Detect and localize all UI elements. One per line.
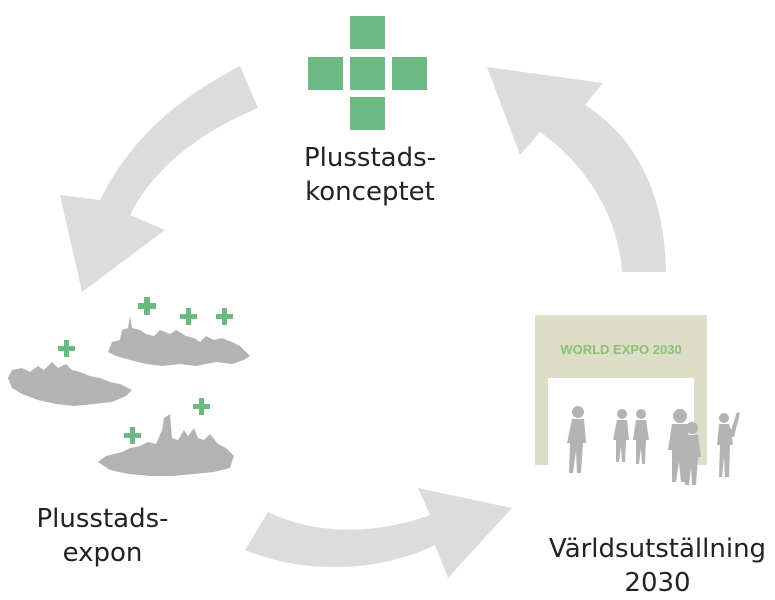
plus-mark-4 (58, 340, 75, 357)
node-label-line: Plusstads- (36, 504, 169, 534)
plus-cross-square-bottom (350, 97, 385, 130)
plus-cross-square-top (350, 16, 385, 49)
visitor-figure (682, 422, 701, 485)
plus-mark-3 (216, 308, 233, 325)
cycle-arrow-right-to-top (487, 67, 666, 272)
plus-mark-5 (193, 398, 210, 415)
gate-sign: WORLD EXPO 2030 (560, 342, 681, 357)
visitor-figure (613, 409, 629, 462)
plus-mark-2 (180, 308, 197, 325)
world-expo-gate-icon: WORLD EXPO 2030 (535, 315, 740, 485)
node-label-line: expon (62, 538, 143, 568)
city-skyline-middle (8, 362, 132, 406)
city-skyline-lower (98, 414, 234, 476)
node-label-line: 2030 (624, 568, 691, 598)
node-label-plusstads-konceptet: Plusstads- konceptet (290, 141, 450, 209)
node-label-varldsutstallning: Världsutställning 2030 (545, 532, 770, 600)
node-label-plusstads-expon: Plusstads- expon (20, 502, 185, 570)
cycle-diagram: WORLD EXPO 2030 (8, 16, 740, 578)
visitor-figure (567, 406, 586, 473)
plus-mark-1 (138, 297, 156, 315)
plus-cross-square-right (392, 57, 427, 90)
cycle-arrow-top-to-left (60, 66, 258, 292)
cycle-arrow-left-to-right (245, 488, 512, 578)
plus-cross-square-center (350, 57, 385, 90)
node-label-line: konceptet (305, 177, 435, 207)
city-skyline-upper (108, 316, 250, 366)
plus-mark-6 (124, 427, 141, 444)
plus-cross-icon (308, 16, 427, 130)
plus-cross-square-left (308, 57, 343, 90)
city-skylines-icon (8, 297, 250, 476)
node-label-line: Världsutställning (548, 534, 767, 564)
visitor-figure (717, 412, 740, 477)
node-label-line: Plusstads- (303, 143, 437, 173)
visitor-figure (633, 409, 649, 464)
plus-marks (58, 297, 233, 444)
visitor-silhouettes (567, 406, 740, 485)
